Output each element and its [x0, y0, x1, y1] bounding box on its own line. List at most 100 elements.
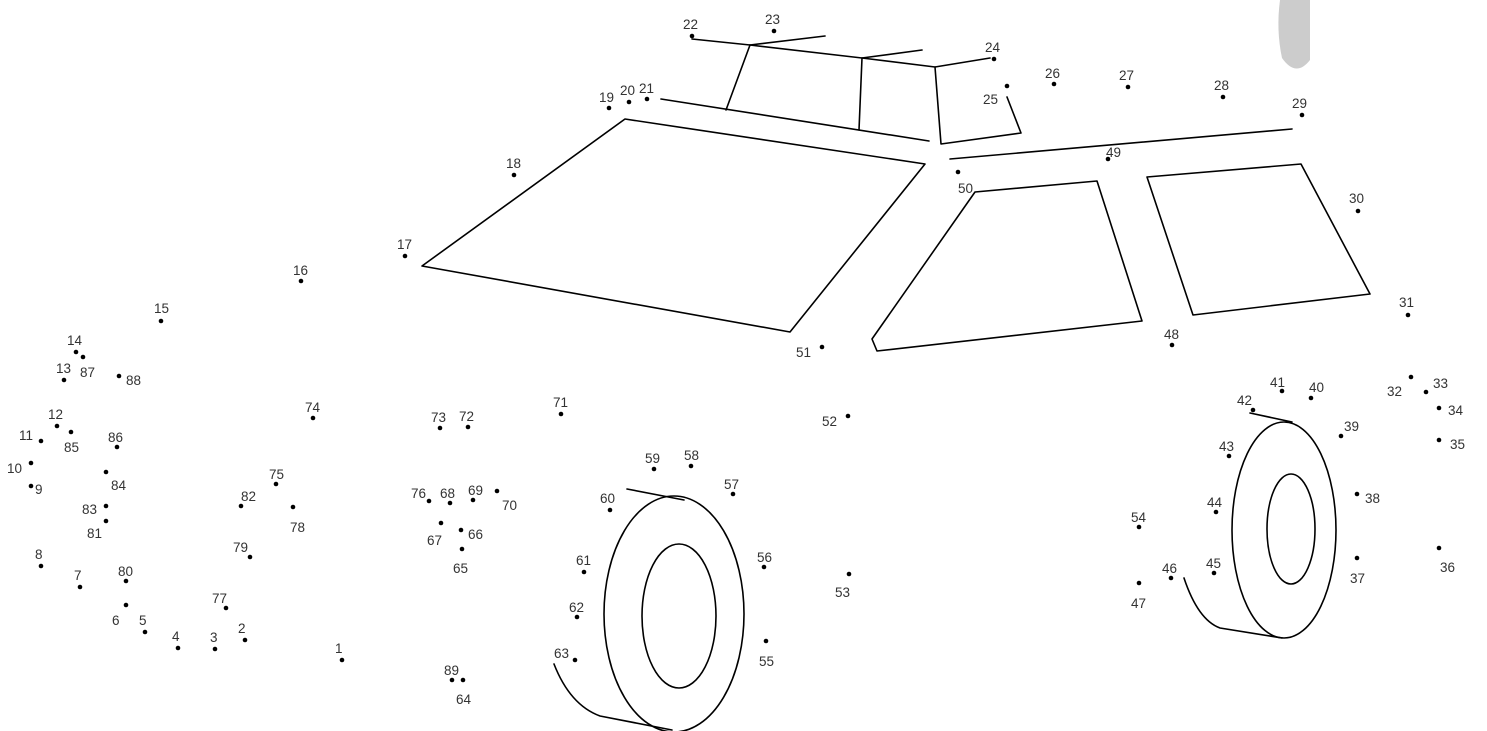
dot-2[interactable] [242, 637, 248, 643]
dot-4[interactable] [175, 645, 181, 651]
dot-85[interactable] [68, 429, 74, 435]
dot-64[interactable] [460, 677, 466, 683]
dot-73[interactable] [437, 425, 443, 431]
dot-13[interactable] [61, 377, 67, 383]
dot-42[interactable] [1250, 407, 1256, 413]
dot-17[interactable] [402, 253, 408, 259]
dot-label-65: 65 [453, 561, 468, 576]
dot-19[interactable] [606, 105, 612, 111]
dot-72[interactable] [465, 424, 471, 430]
dot-label-36: 36 [1440, 560, 1455, 575]
dot-47[interactable] [1136, 580, 1142, 586]
dot-35[interactable] [1436, 437, 1442, 443]
dot-38[interactable] [1354, 491, 1360, 497]
dot-3[interactable] [212, 646, 218, 652]
dot-84[interactable] [103, 469, 109, 475]
dot-83[interactable] [103, 503, 109, 509]
dot-10[interactable] [28, 460, 34, 466]
dot-41[interactable] [1279, 388, 1285, 394]
dot-58[interactable] [688, 463, 694, 469]
dot-label-86: 86 [108, 430, 123, 445]
dot-59[interactable] [651, 466, 657, 472]
dot-88[interactable] [116, 373, 122, 379]
dot-20[interactable] [626, 99, 632, 105]
dot-25[interactable] [1004, 83, 1010, 89]
dot-label-20: 20 [620, 83, 635, 98]
dot-22[interactable] [689, 33, 695, 39]
dot-7[interactable] [77, 584, 83, 590]
dot-1[interactable] [339, 657, 345, 663]
dot-43[interactable] [1226, 453, 1232, 459]
dot-81[interactable] [103, 518, 109, 524]
dot-44[interactable] [1213, 509, 1219, 515]
dot-82[interactable] [238, 503, 244, 509]
dot-34[interactable] [1436, 405, 1442, 411]
dot-79[interactable] [247, 554, 253, 560]
dot-14[interactable] [73, 349, 79, 355]
front-wheel [553, 488, 745, 731]
dot-24[interactable] [991, 56, 997, 62]
dot-label-6: 6 [112, 613, 120, 628]
dot-80[interactable] [123, 578, 129, 584]
dot-46[interactable] [1168, 575, 1174, 581]
dot-63[interactable] [572, 657, 578, 663]
dot-62[interactable] [574, 614, 580, 620]
dot-36[interactable] [1436, 545, 1442, 551]
dot-55[interactable] [763, 638, 769, 644]
dot-57[interactable] [730, 491, 736, 497]
dot-65[interactable] [459, 546, 465, 552]
dot-label-3: 3 [210, 630, 218, 645]
dot-77[interactable] [223, 605, 229, 611]
dot-27[interactable] [1125, 84, 1131, 90]
dot-30[interactable] [1355, 208, 1361, 214]
dot-66[interactable] [458, 527, 464, 533]
dot-75[interactable] [273, 481, 279, 487]
dot-11[interactable] [38, 438, 44, 444]
dot-71[interactable] [558, 411, 564, 417]
dot-45[interactable] [1211, 570, 1217, 576]
dot-60[interactable] [607, 507, 613, 513]
dot-37[interactable] [1354, 555, 1360, 561]
dot-6[interactable] [123, 602, 129, 608]
dot-label-58: 58 [684, 448, 699, 463]
dot-68[interactable] [447, 500, 453, 506]
dot-87[interactable] [80, 354, 86, 360]
dot-31[interactable] [1405, 312, 1411, 318]
dot-49[interactable] [1105, 156, 1111, 162]
dot-label-1: 1 [335, 641, 343, 656]
dot-56[interactable] [761, 564, 767, 570]
dot-39[interactable] [1338, 433, 1344, 439]
dot-53[interactable] [846, 571, 852, 577]
dot-28[interactable] [1220, 94, 1226, 100]
dot-label-4: 4 [172, 629, 180, 644]
dot-61[interactable] [581, 569, 587, 575]
dot-29[interactable] [1299, 112, 1305, 118]
dot-76[interactable] [426, 498, 432, 504]
dot-89[interactable] [449, 677, 455, 683]
dot-48[interactable] [1169, 342, 1175, 348]
dot-18[interactable] [511, 172, 517, 178]
dot-8[interactable] [38, 563, 44, 569]
dot-50[interactable] [955, 169, 961, 175]
dot-40[interactable] [1308, 395, 1314, 401]
dot-23[interactable] [771, 28, 777, 34]
dot-12[interactable] [54, 423, 60, 429]
dot-32[interactable] [1408, 374, 1414, 380]
dot-67[interactable] [438, 520, 444, 526]
dot-54[interactable] [1136, 524, 1142, 530]
dot-52[interactable] [845, 413, 851, 419]
dot-33[interactable] [1423, 389, 1429, 395]
dot-label-52: 52 [822, 414, 837, 429]
dot-21[interactable] [644, 96, 650, 102]
dot-5[interactable] [142, 629, 148, 635]
dot-78[interactable] [290, 504, 296, 510]
dot-9[interactable] [28, 483, 34, 489]
dot-70[interactable] [494, 488, 500, 494]
dot-51[interactable] [819, 344, 825, 350]
dot-16[interactable] [298, 278, 304, 284]
dot-15[interactable] [158, 318, 164, 324]
dot-74[interactable] [310, 415, 316, 421]
dot-86[interactable] [114, 444, 120, 450]
dot-26[interactable] [1051, 81, 1057, 87]
dot-69[interactable] [470, 497, 476, 503]
